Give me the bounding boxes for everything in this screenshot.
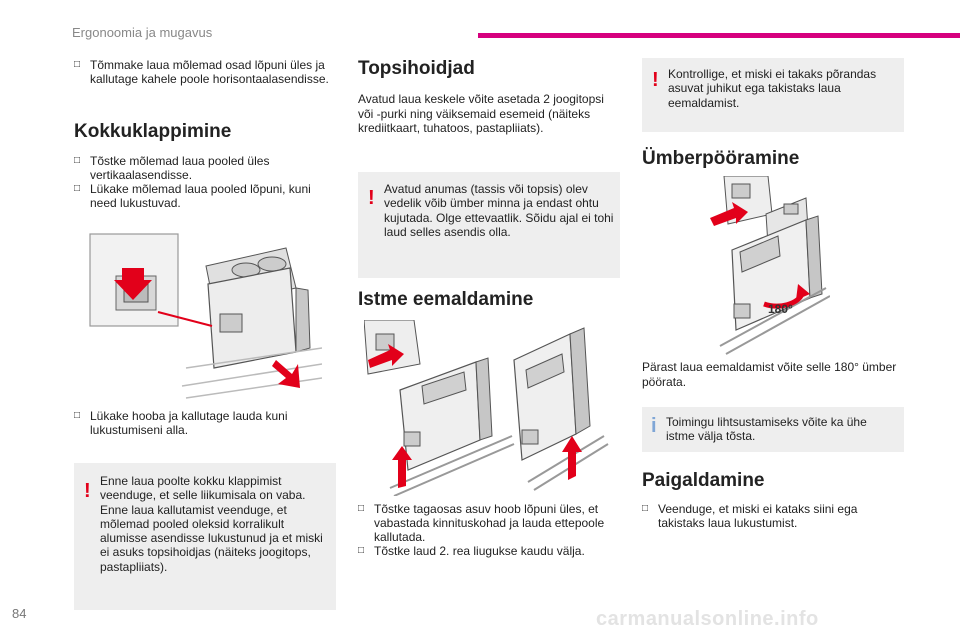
bullet-marker-icon: □	[74, 59, 81, 70]
list-item: □Tõstke mõlemad laua pooled üles vertika…	[74, 154, 270, 182]
list-item: □Tõstke laud 2. rea liugukse kaudu välja…	[358, 544, 585, 558]
info-box: i Toimingu lihtsustamiseks võite ka ühe …	[642, 407, 904, 452]
warning-box-fold: ! Enne laua poolte kokku klappimist veen…	[74, 463, 336, 610]
intro-bullet: □Tõmmake laua mõlemad osad lõpuni üles j…	[74, 58, 329, 86]
kokku-bullets: □Tõstke mõlemad laua pooled üles vertika…	[74, 154, 336, 210]
topsi-text: Avatud laua keskele võite asetada 2 joog…	[358, 92, 604, 135]
warning-icon: !	[368, 187, 375, 209]
heading-umberpooramine: Ümberpööramine	[642, 148, 800, 169]
watermark: carmanualsonline.info	[596, 608, 819, 630]
lower-bullet: □Lükake hooba ja kallutage lauda kuni lu…	[74, 409, 288, 437]
heading-kokkuklappimine: Kokkuklappimine	[74, 121, 232, 142]
heading-istme-eemaldamine: Istme eemaldamine	[358, 289, 534, 310]
list-item: □Tõstke tagaosas asuv hoob lõpuni üles, …	[358, 502, 605, 544]
warning-box-cups: ! Avatud anumas (tassis või topsis) olev…	[358, 172, 620, 278]
warning-icon: !	[652, 69, 659, 91]
illustration-seat-removal	[364, 320, 612, 496]
bullet-marker-icon: □	[642, 503, 649, 514]
heading-topsihoidjad: Topsihoidjad	[358, 58, 475, 79]
bullet-marker-icon: □	[74, 410, 81, 421]
bullet-marker-icon: □	[74, 155, 81, 166]
accent-bar	[478, 33, 960, 38]
paig-bullet: □Veenduge, et miski ei kataks siini ega …	[642, 502, 858, 530]
illustration-fold-table	[86, 228, 322, 404]
bullet-marker-icon: □	[358, 545, 365, 556]
illustration-rotate	[706, 176, 830, 356]
info-icon: i	[651, 415, 657, 437]
bullet-marker-icon: □	[358, 503, 365, 514]
istme-bullets: □Tõstke tagaosas asuv hoob lõpuni üles, …	[358, 502, 620, 558]
warning-box-guide: ! Kontrollige, et miski ei takaks põrand…	[642, 58, 904, 132]
section-label: Ergonoomia ja mugavus	[72, 25, 213, 40]
umber-text: Pärast laua eemaldamist võite selle 180°…	[642, 360, 897, 389]
warning-icon: !	[84, 480, 91, 502]
page-number: 84	[12, 606, 27, 621]
list-item: □Lükake mõlemad laua pooled lõpuni, kuni…	[74, 182, 311, 210]
heading-paigaldamine: Paigaldamine	[642, 470, 765, 491]
bullet-marker-icon: □	[74, 183, 81, 194]
rotation-label: 180°	[768, 302, 793, 316]
